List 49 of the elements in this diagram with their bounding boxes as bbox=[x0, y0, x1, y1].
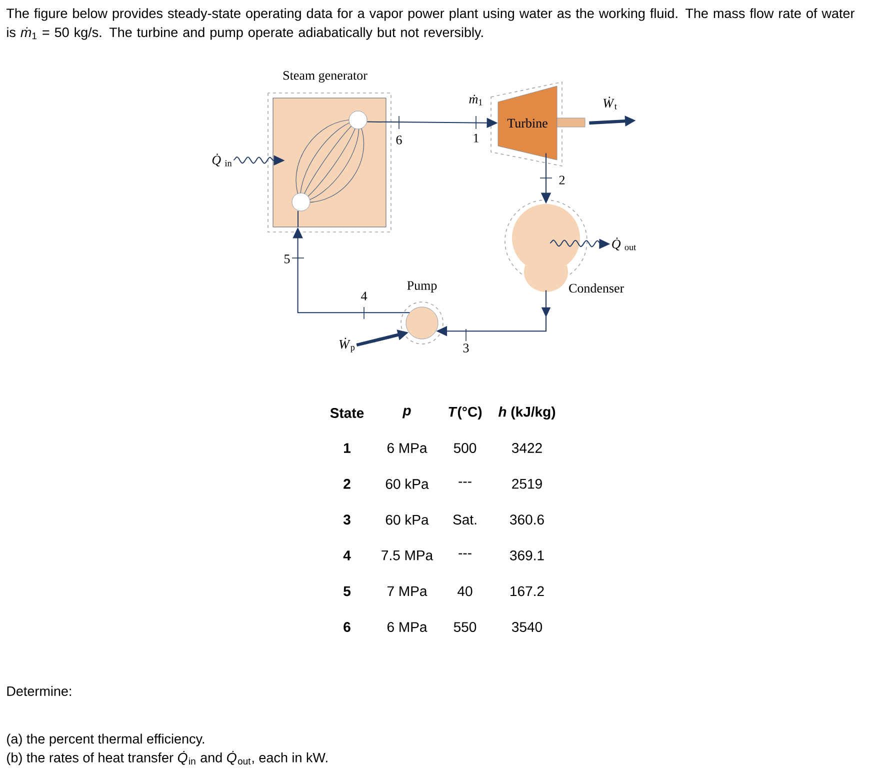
table-header: T(°C) bbox=[448, 406, 482, 420]
table-header: h (kJ/kg) bbox=[498, 406, 556, 420]
table-cell: 3540 bbox=[512, 622, 542, 632]
table-cell: Sat. bbox=[453, 514, 476, 525]
table-cell: 60 kPa bbox=[386, 514, 429, 525]
pump-work-label: Ẇ$_{p}$ bbox=[339, 338, 355, 352]
table-cell: 369.1 bbox=[510, 550, 544, 560]
turbine-work-label: Ẇ$_{t}$ bbox=[603, 96, 617, 110]
table-cell: 6 MPa bbox=[387, 443, 428, 453]
table-header: State bbox=[330, 408, 364, 418]
table-cell: 550 bbox=[454, 622, 476, 632]
steam-generator-box: Steam generator bbox=[272, 71, 386, 228]
state-number: 4 bbox=[361, 292, 368, 300]
table-header: p bbox=[402, 408, 411, 418]
heat-output-label: Q̇$_{out}$ bbox=[612, 238, 636, 250]
table-cell: 2 bbox=[344, 478, 350, 489]
node-label: Pump bbox=[407, 281, 437, 292]
table-cell: --- bbox=[458, 482, 472, 483]
table-cell: 3 bbox=[343, 514, 350, 525]
state-number: ṁ$_{1}$ bbox=[469, 94, 482, 106]
turbine: Turbine bbox=[498, 86, 586, 160]
table-cell: 7.5 MPa bbox=[382, 550, 434, 560]
table-cell: 7 MPa bbox=[388, 586, 428, 596]
pump: Pump bbox=[406, 281, 438, 340]
state-number: 3 bbox=[463, 344, 469, 352]
table-cell: 60 kPa bbox=[386, 478, 429, 489]
table-cell: 6 MPa bbox=[387, 622, 428, 632]
state-number: 5 bbox=[284, 254, 290, 264]
node-label: Condenser bbox=[569, 283, 624, 293]
table-cell: --- bbox=[458, 553, 472, 554]
table-cell: 500 bbox=[454, 443, 476, 453]
table-cell: 5 bbox=[344, 586, 351, 596]
problem-statement: The figure below provides steady-state operating data for a vapor power plant using water as the working fluid. The mass flow rate of water is ṁ$_{1}$ = 50 kg/s. The turbine and pump operate adiabatically but not reversibly. bbox=[6, 8, 854, 40]
heat-input-label: Q̇$_{in}$ bbox=[212, 154, 232, 166]
state-number: 1 bbox=[474, 134, 478, 142]
table-cell: 2519 bbox=[512, 478, 542, 489]
table-cell: 4 bbox=[343, 550, 351, 560]
table-cell: 1 bbox=[344, 443, 351, 453]
table-cell: 6 bbox=[344, 622, 350, 632]
table-cell: 40 bbox=[458, 586, 472, 596]
question-text: (a) the percent thermal efficiency. bbox=[7, 734, 204, 746]
table-cell: 167.2 bbox=[510, 586, 544, 596]
node-label: Steam generator bbox=[283, 71, 368, 82]
table-cell: 360.6 bbox=[510, 514, 544, 525]
state-number: 6 bbox=[396, 136, 402, 144]
question-text: Determine: bbox=[7, 686, 71, 696]
state-number: 2 bbox=[559, 176, 565, 184]
table-cell: 3422 bbox=[512, 443, 542, 453]
question-text: (b) the rates of heat transfer Q̇$_{in}$ and Q̇$_{out}$, each in kW. bbox=[7, 750, 328, 766]
